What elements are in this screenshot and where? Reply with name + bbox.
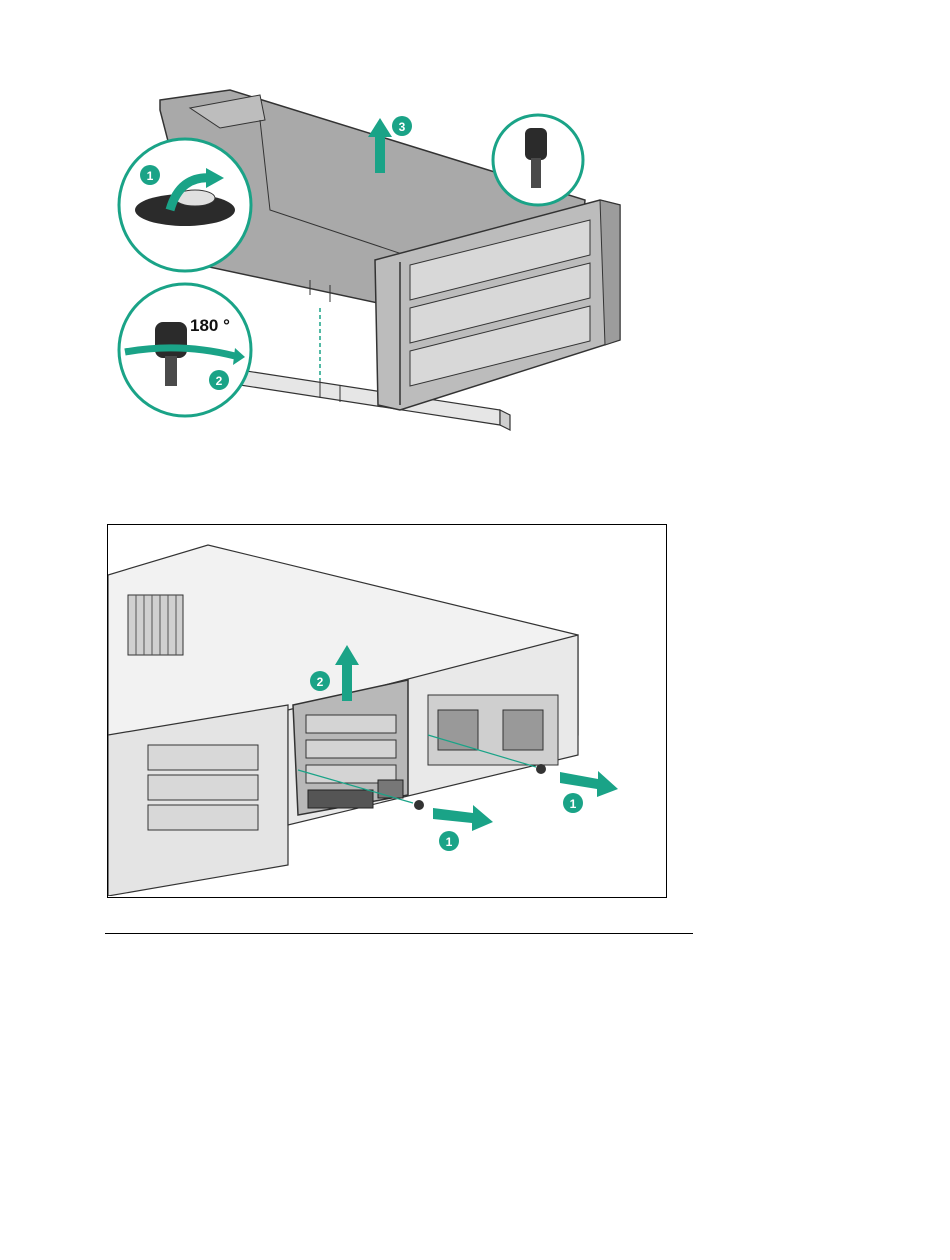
screw	[414, 800, 424, 810]
callout-1: 1	[563, 793, 583, 813]
screw	[536, 764, 546, 774]
svg-text:3: 3	[399, 120, 406, 134]
thumbscrew-lock-icon	[155, 322, 187, 358]
rotation-label: 180 °	[190, 316, 230, 335]
thumbscrew-inset	[493, 115, 583, 205]
heatsink	[128, 595, 183, 655]
callout-3: 3	[392, 116, 412, 136]
callout-2: 2	[209, 370, 229, 390]
svg-text:1: 1	[147, 169, 154, 183]
svg-text:2: 2	[216, 374, 223, 388]
remove-screw-arrow-icon	[433, 805, 493, 831]
callout-1: 1	[140, 165, 160, 185]
callout-1: 1	[439, 831, 459, 851]
svg-text:2: 2	[317, 675, 324, 689]
svg-text:1: 1	[570, 797, 577, 811]
server-chassis-illustration: 2 1 1	[107, 524, 667, 898]
svg-text:1: 1	[446, 835, 453, 849]
riser-cage-illustration: 1 2 3 180 °	[100, 80, 660, 460]
callout-2: 2	[310, 671, 330, 691]
thumbscrew-rotate-inset	[119, 284, 251, 416]
lever-inset	[119, 139, 251, 271]
section-divider	[105, 933, 693, 934]
remove-screw-arrow-icon	[560, 771, 618, 797]
